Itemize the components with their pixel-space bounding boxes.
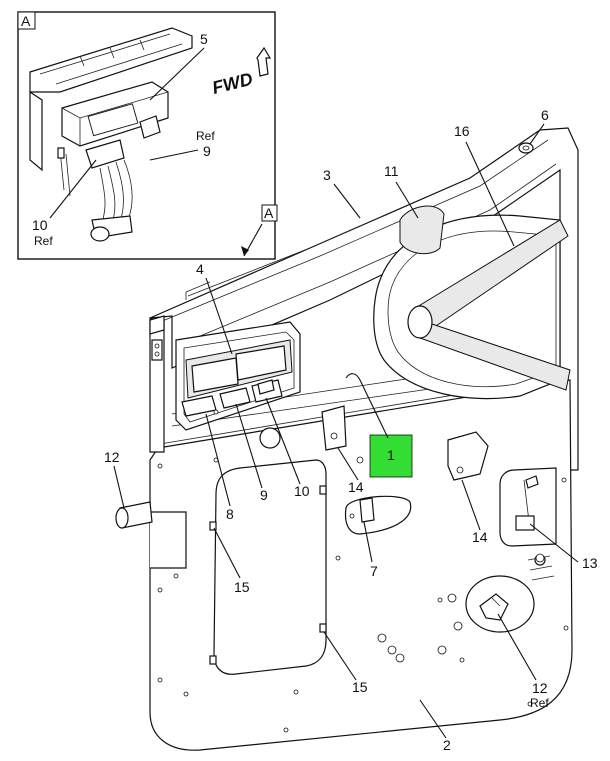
callout-ref-10: Ref: [34, 234, 53, 248]
callout-9: 9: [260, 487, 268, 503]
callout-ref-9: Ref: [196, 129, 215, 143]
part-12-rod: [115, 501, 153, 529]
callout-15-upper: 15: [234, 579, 250, 595]
callout-5: 5: [200, 31, 208, 47]
mounting-holes: [157, 409, 569, 733]
callout-8: 8: [226, 506, 234, 522]
view-arrow-icon: [241, 246, 249, 256]
callout-12: 12: [104, 449, 120, 465]
callout-6: 6: [541, 107, 549, 123]
callout-7: 7: [370, 563, 378, 579]
callout-2: 2: [443, 737, 451, 753]
callout-10: 10: [294, 483, 310, 499]
callout-16: 16: [454, 123, 470, 139]
detail-a-inset: A FWD 5 Ref 9 10 Ref: [17, 11, 276, 260]
callout-12-ref: 12: [532, 680, 548, 696]
callouts: 1 2 3 4 6 7 8 9 10 11 12 12 Ref: [104, 107, 598, 753]
door-trim-panel: [149, 127, 579, 751]
callout-14-right: 14: [472, 529, 488, 545]
highlight-part-1: [369, 434, 413, 478]
callout-13: 13: [582, 555, 598, 571]
fwd-arrow-icon: [256, 46, 272, 77]
callout-11: 11: [384, 163, 399, 179]
callout-3: 3: [323, 167, 331, 183]
callout-1: 1: [387, 447, 395, 463]
callout-10-inset: 10: [32, 217, 48, 233]
callout-9-inset: 9: [203, 143, 211, 159]
callout-4: 4: [196, 261, 204, 277]
callout-14-center: 14: [348, 479, 364, 495]
detail-box-label: A: [21, 13, 31, 29]
callout-ref-12: Ref: [530, 696, 549, 710]
view-marker-label: A: [264, 205, 274, 221]
view-marker-a: A: [241, 204, 278, 257]
callout-15-lower: 15: [352, 679, 368, 695]
